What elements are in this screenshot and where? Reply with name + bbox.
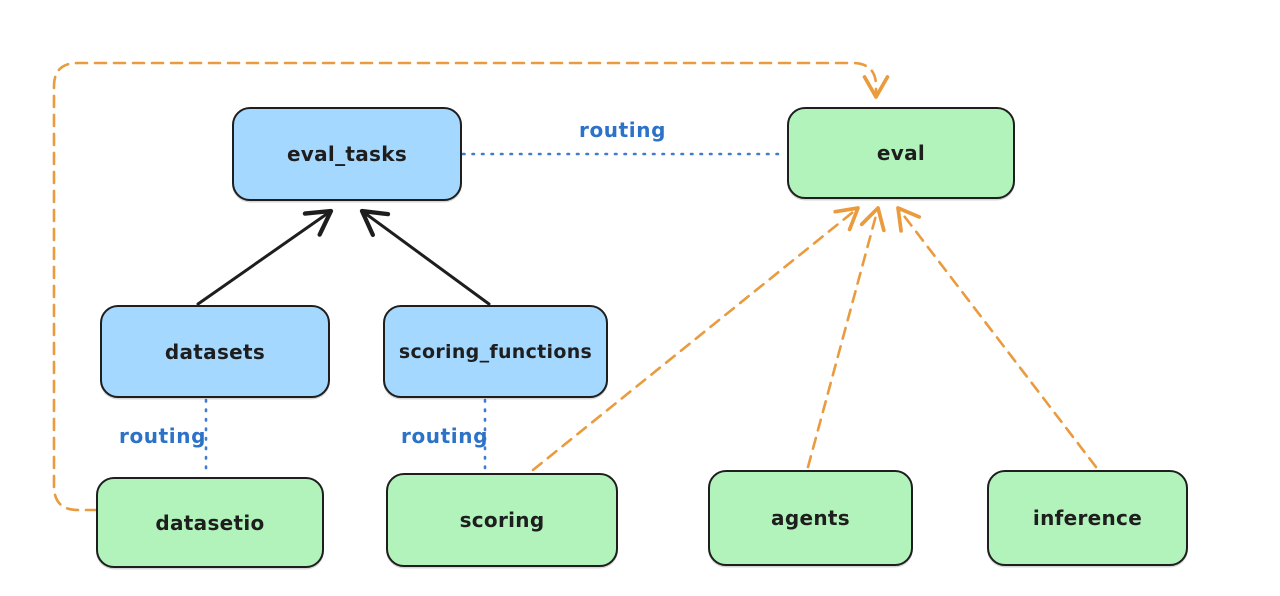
node-eval-label: eval: [876, 141, 926, 165]
node-eval: eval: [787, 107, 1015, 199]
edge-datasets-to-eval-tasks: [196, 208, 334, 306]
node-scoring-functions-label: scoring_functions: [398, 340, 593, 363]
node-datasets: datasets: [100, 305, 330, 398]
node-inference: inference: [987, 470, 1188, 566]
node-scoring: scoring: [386, 473, 618, 567]
edge-datasetio-to-eval: [52, 61, 890, 512]
node-inference-label: inference: [1032, 506, 1143, 530]
edge-agents-to-eval: [806, 206, 886, 469]
edge-scoring-to-eval: [531, 206, 860, 472]
node-scoring-label: scoring: [459, 508, 545, 532]
node-eval-tasks: eval_tasks: [232, 107, 462, 201]
routing-label-datasets-datasetio: routing: [119, 424, 207, 448]
node-datasets-label: datasets: [164, 339, 266, 364]
node-agents-label: agents: [771, 506, 850, 530]
edge-scoring-functions-to-eval-tasks: [359, 208, 491, 306]
node-scoring-functions: scoring_functions: [383, 305, 608, 398]
node-agents: agents: [708, 470, 913, 566]
node-datasetio: datasetio: [96, 477, 324, 568]
routing-label-eval-tasks-eval: routing: [579, 118, 667, 142]
routing-label-scoring-functions-scoring: routing: [401, 424, 489, 448]
edge-inference-to-eval: [896, 206, 1098, 469]
node-datasetio-label: datasetio: [155, 510, 265, 535]
node-eval-tasks-label: eval_tasks: [286, 142, 408, 166]
